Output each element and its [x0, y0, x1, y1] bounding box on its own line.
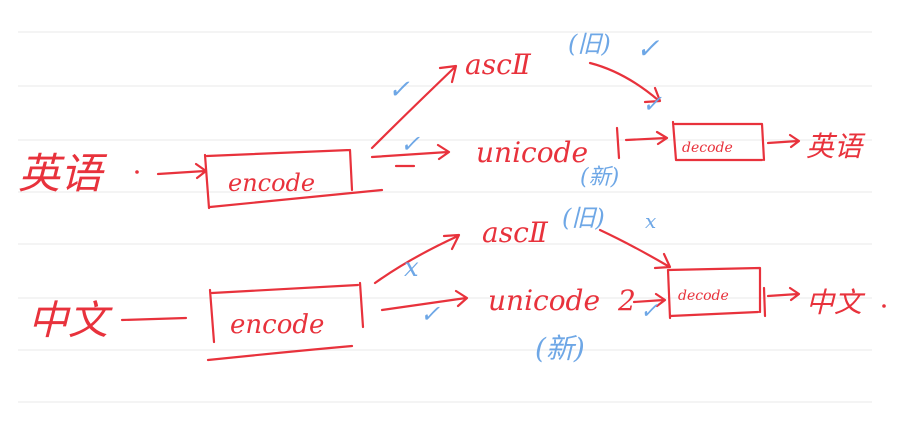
arrow-source-to-encode: [156, 162, 208, 180]
check-mark: ✓: [420, 300, 440, 328]
check-mark: ✓: [388, 75, 410, 105]
unicode-version: 2: [617, 284, 636, 317]
arrow-to-unicode: [380, 289, 469, 312]
encode-label: encode: [228, 169, 315, 197]
ruled-lines: [18, 31, 872, 403]
bar: [762, 286, 767, 318]
arrow-to-ascii: [370, 64, 458, 150]
dash-source: [120, 316, 188, 322]
target-label: 中文: [806, 286, 866, 319]
arrow-to-unicode: [370, 143, 451, 161]
source-label: 英语: [18, 149, 108, 198]
decode-box: [666, 266, 762, 320]
check-mark: ✓: [400, 130, 420, 158]
unicode-note: (新): [580, 165, 619, 190]
arrow-to-ascii: [373, 233, 461, 285]
encode-box: [206, 281, 365, 362]
arrow-decode-to-target: [766, 286, 801, 302]
ascii-note: (旧): [562, 204, 605, 232]
ascii-note: (旧): [568, 30, 611, 58]
row-english: 英语 encode ✓ ascⅡ (旧) ✓ ✓ ✓ unicode (新) d…: [18, 30, 866, 210]
unicode-label: unicode: [476, 136, 588, 169]
check-mark: ✓: [640, 299, 659, 324]
unicode-label: unicode: [488, 284, 600, 317]
arrow-ascii-to-decode: [598, 228, 672, 270]
source-label: 中文: [28, 298, 113, 344]
cross-mark: x: [645, 209, 656, 233]
encode-label: encode: [230, 310, 324, 340]
row-chinese: 中文 encode x ascⅡ (旧) x ✓ unicode (新) 2 ✓…: [28, 204, 886, 365]
arrow-decode-to-target: [766, 133, 801, 149]
dot: [882, 304, 886, 308]
ascii-label: ascⅡ: [482, 216, 549, 249]
cross-mark: x: [404, 253, 419, 283]
arrow-ascii-to-decode: [588, 61, 662, 104]
dot: [135, 170, 139, 174]
unicode-note: (新): [535, 332, 585, 365]
decode-label: decode: [682, 140, 733, 156]
check-mark: ✓: [642, 90, 662, 118]
decode-label: decode: [678, 288, 729, 304]
arrow-unicode-to-decode: [624, 130, 669, 146]
decode-box: [671, 120, 766, 162]
target-label: 英语: [806, 130, 866, 163]
bar: [615, 126, 621, 160]
ascii-label: ascⅡ: [465, 48, 532, 81]
arrow-unicode-to-decode: [632, 292, 667, 308]
check-mark: ✓: [636, 32, 660, 65]
encode-box: [203, 148, 384, 210]
